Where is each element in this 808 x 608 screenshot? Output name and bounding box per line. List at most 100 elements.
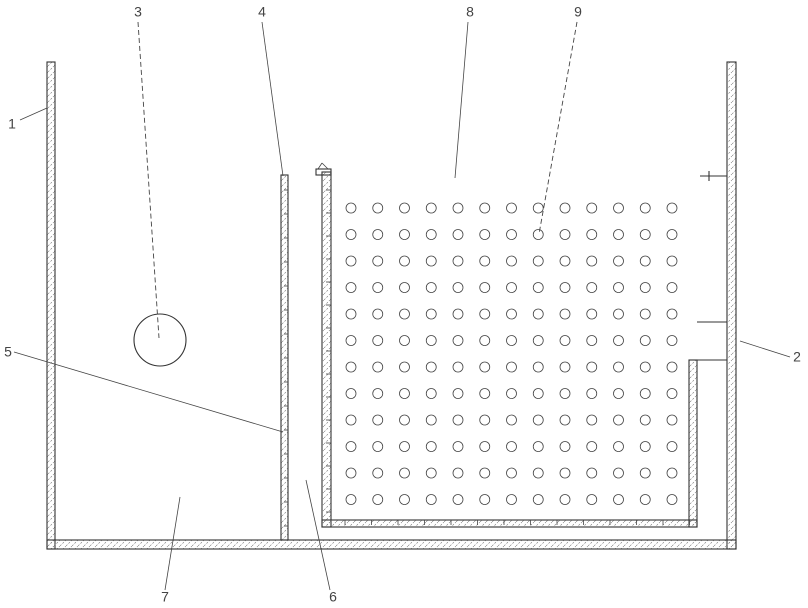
hole (372, 229, 384, 240)
hole (506, 494, 517, 505)
hole (639, 308, 651, 320)
hole (559, 414, 571, 426)
partition-ticks (284, 189, 288, 527)
hole (345, 414, 357, 426)
callout-top-3: 8 (466, 4, 474, 20)
hole (425, 414, 437, 426)
hole (399, 467, 410, 479)
perforation-grid (345, 202, 678, 505)
hole (586, 494, 598, 505)
hole (425, 494, 437, 505)
hole (345, 388, 357, 399)
hole (666, 202, 678, 214)
hole (399, 229, 410, 240)
hole (613, 414, 624, 426)
hole (372, 255, 384, 267)
hole (345, 202, 357, 214)
hole (639, 441, 651, 452)
hole (452, 282, 464, 293)
basket-bottom-wall (321, 519, 698, 528)
hole (479, 202, 491, 214)
tank-left-wall (46, 61, 56, 550)
hole (452, 414, 464, 426)
hole (666, 361, 678, 373)
callout-top-1: 3 (134, 4, 142, 20)
hole (586, 335, 598, 346)
hole (425, 467, 437, 479)
hole (559, 282, 571, 293)
hole (559, 202, 571, 214)
leader-line-left-1 (19, 107, 48, 121)
hole (425, 308, 437, 320)
hole (372, 494, 384, 505)
leader-line-top-2 (261, 21, 284, 177)
hole (586, 361, 598, 373)
callout-top-4: 9 (574, 4, 582, 20)
hole (586, 441, 598, 452)
hole (452, 335, 464, 346)
hole (666, 229, 678, 240)
hole (506, 229, 517, 240)
hole (399, 202, 410, 214)
hole (399, 414, 410, 426)
hole (559, 467, 571, 479)
callout-top-2: 4 (258, 4, 266, 20)
tank-right-wall (726, 61, 737, 550)
hole (425, 282, 437, 293)
hole (372, 441, 384, 452)
hole (506, 467, 517, 479)
hole (613, 441, 624, 452)
basket-cap-mark-2 (321, 162, 329, 170)
hole (532, 335, 544, 346)
hole (639, 388, 651, 399)
basket-right-wall (688, 359, 698, 528)
basket-left-wall (321, 171, 332, 528)
hole (425, 229, 437, 240)
hole (399, 494, 410, 505)
hole (452, 467, 464, 479)
hole (345, 229, 357, 240)
hole (586, 255, 598, 267)
hole (586, 229, 598, 240)
hole (613, 494, 624, 505)
leader-line-bottom-2 (305, 479, 331, 591)
basket-top-cap (315, 168, 332, 176)
callout-left-2: 5 (4, 344, 12, 360)
hole (399, 361, 410, 373)
hole (532, 414, 544, 426)
hole (425, 441, 437, 452)
hole (559, 494, 571, 505)
hole (613, 467, 624, 479)
hole (372, 335, 384, 346)
hole (586, 282, 598, 293)
hole (532, 308, 544, 320)
hole (532, 282, 544, 293)
hole (345, 467, 357, 479)
hole (479, 282, 491, 293)
hole (506, 388, 517, 399)
leader-line-top-3 (454, 21, 469, 179)
hole (479, 414, 491, 426)
hole (559, 361, 571, 373)
hole (586, 467, 598, 479)
leader-line-right-1 (739, 340, 791, 358)
hole (613, 308, 624, 320)
hole (506, 202, 517, 214)
basket-ticks (326, 189, 690, 525)
hole (639, 282, 651, 293)
hole (666, 467, 678, 479)
hole (613, 388, 624, 399)
hole (345, 441, 357, 452)
hole (399, 308, 410, 320)
leader-line-top-4 (538, 21, 578, 235)
hole (639, 229, 651, 240)
hole (506, 441, 517, 452)
hole (639, 494, 651, 505)
basket (315, 162, 698, 528)
hole (452, 388, 464, 399)
hole (372, 282, 384, 293)
hole (479, 361, 491, 373)
callouts: 3 4 8 9 1 5 7 6 2 (4, 4, 801, 605)
hole (532, 441, 544, 452)
tank (46, 61, 737, 550)
